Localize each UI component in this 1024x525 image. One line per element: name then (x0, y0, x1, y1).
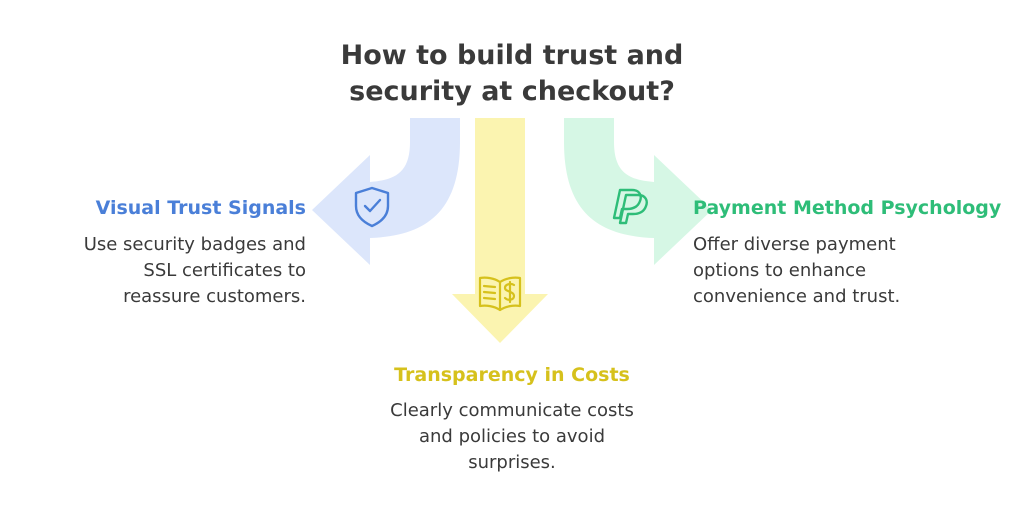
left-desc-line-1: Use security badges and (83, 234, 306, 255)
right-desc-line-3: convenience and trust. (693, 286, 901, 307)
right-desc-line-2: options to enhance (693, 260, 867, 281)
right-branch-heading: Payment Method Psychology (693, 197, 1002, 219)
book-dollar-icon (478, 276, 522, 312)
left-desc-line-3: reassure customers. (123, 286, 306, 307)
left-branch-heading: Visual Trust Signals (95, 197, 306, 219)
center-desc-line-2: and policies to avoid (418, 426, 605, 447)
center-desc-line-1: Clearly communicate costs (390, 400, 634, 421)
title-line-1: How to build trust and (340, 40, 684, 71)
right-desc-line-1: Offer diverse payment (693, 234, 896, 255)
center-branch-heading: Transparency in Costs (394, 364, 630, 386)
center-arrow (452, 118, 548, 343)
left-desc-line-2: SSL certificates to (143, 260, 306, 281)
title-line-2: security at checkout? (349, 76, 675, 107)
diagram-title: How to build trust and security at check… (262, 38, 762, 110)
shield-check-icon (354, 186, 390, 228)
left-branch-description: Use security badges and SSL certificates… (84, 232, 306, 310)
right-branch-description: Offer diverse payment options to enhance… (693, 232, 900, 310)
center-branch-description: Clearly communicate costs and policies t… (312, 398, 712, 476)
paypal-icon (612, 188, 648, 225)
center-desc-line-3: surprises. (468, 452, 556, 473)
